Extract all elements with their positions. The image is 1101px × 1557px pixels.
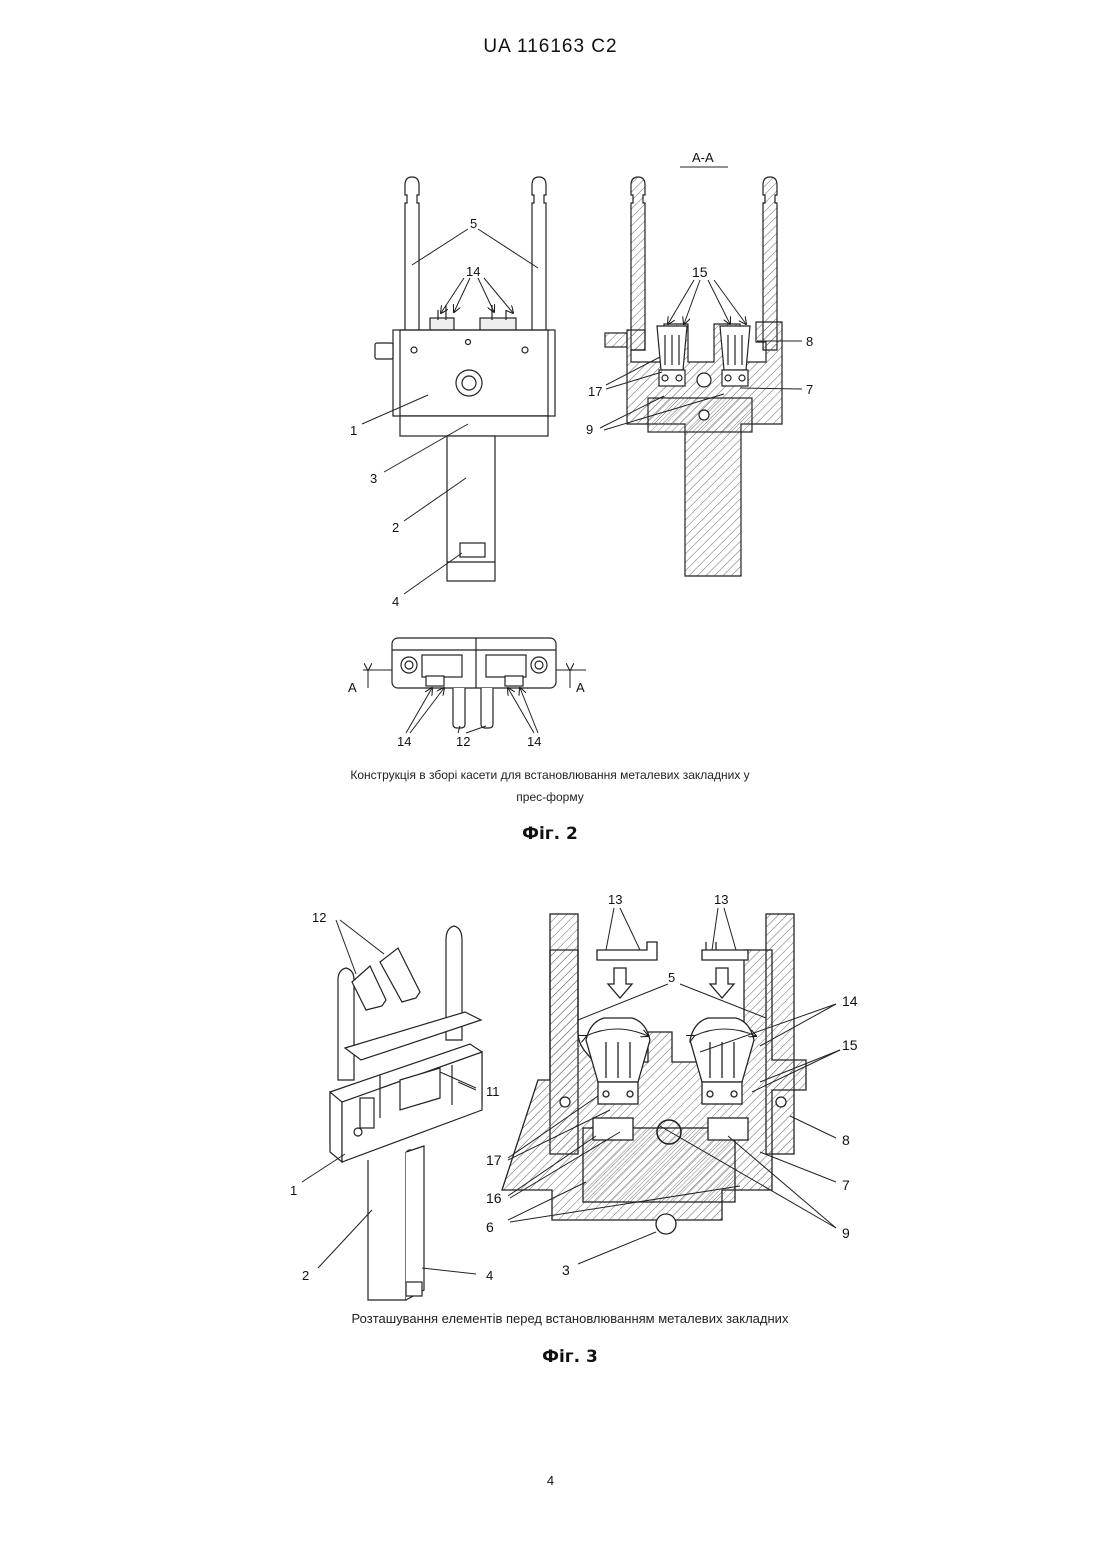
- fig2-label-A-left: A: [348, 680, 357, 695]
- fig2-label-A-right: A: [576, 680, 585, 695]
- fig3-label-11: 11: [486, 1084, 500, 1099]
- fig2-section-view: [605, 177, 782, 576]
- fig2-label-7: 7: [806, 382, 813, 397]
- fig3-label-16: 16: [486, 1190, 502, 1206]
- fig2-label-12: 12: [456, 734, 470, 749]
- fig3-section-view: [502, 914, 806, 1234]
- fig2-label-9: 9: [586, 422, 593, 437]
- fig3-label-4: 4: [486, 1268, 493, 1283]
- fig3-iso-view: [330, 926, 482, 1300]
- fig3-label-9: 9: [842, 1225, 850, 1241]
- fig3-label-1: 1: [290, 1183, 297, 1198]
- fig2-label-15: 15: [692, 264, 708, 280]
- figure-3-drawing: 12 11 1 2 4: [0, 870, 1101, 1310]
- fig2-caption-line2: прес-форму: [250, 786, 850, 808]
- fig3-label-3: 3: [562, 1262, 570, 1278]
- fig3-label-7: 7: [842, 1177, 850, 1193]
- fig2-label-8: 8: [806, 334, 813, 349]
- fig3-label-13-left: 13: [608, 892, 622, 907]
- fig3-label: Фіг. 3: [470, 1347, 670, 1367]
- fig3-caption: Розташування елементів перед встановлюва…: [200, 1308, 940, 1330]
- fig2-label-3: 3: [370, 471, 377, 486]
- fig2-label-14: 14: [466, 264, 480, 279]
- fig3-label-15: 15: [842, 1037, 858, 1053]
- fig2-label-14-bottom-left: 14: [397, 734, 411, 749]
- fig3-label-12: 12: [312, 910, 326, 925]
- fig2-front-view: [375, 177, 555, 581]
- fig2-caption: Конструкція в зборі касети для встановлю…: [250, 764, 850, 808]
- fig2-label: Фіг. 2: [450, 824, 650, 844]
- fig2-label-1: 1: [350, 423, 357, 438]
- figure-2-drawing: 5 14 1 3 2 4 A-A: [0, 0, 1101, 860]
- fig3-label-5: 5: [668, 970, 675, 985]
- fig2-label-14-bottom-right: 14: [527, 734, 541, 749]
- page-number: 4: [0, 1473, 1101, 1488]
- fig2-label-2: 2: [392, 520, 399, 535]
- fig2-label-4: 4: [392, 594, 399, 609]
- fig2-section-label: A-A: [692, 150, 714, 165]
- fig3-label-2: 2: [302, 1268, 309, 1283]
- fig3-label-8: 8: [842, 1132, 850, 1148]
- fig2-caption-line1: Конструкція в зборі касети для встановлю…: [250, 764, 850, 786]
- fig2-label-17: 17: [588, 384, 602, 399]
- fig3-label-17: 17: [486, 1152, 502, 1168]
- fig3-label-14: 14: [842, 993, 858, 1009]
- fig3-label-13-right: 13: [714, 892, 728, 907]
- fig2-label-5: 5: [470, 216, 477, 231]
- fig3-label-6: 6: [486, 1219, 494, 1235]
